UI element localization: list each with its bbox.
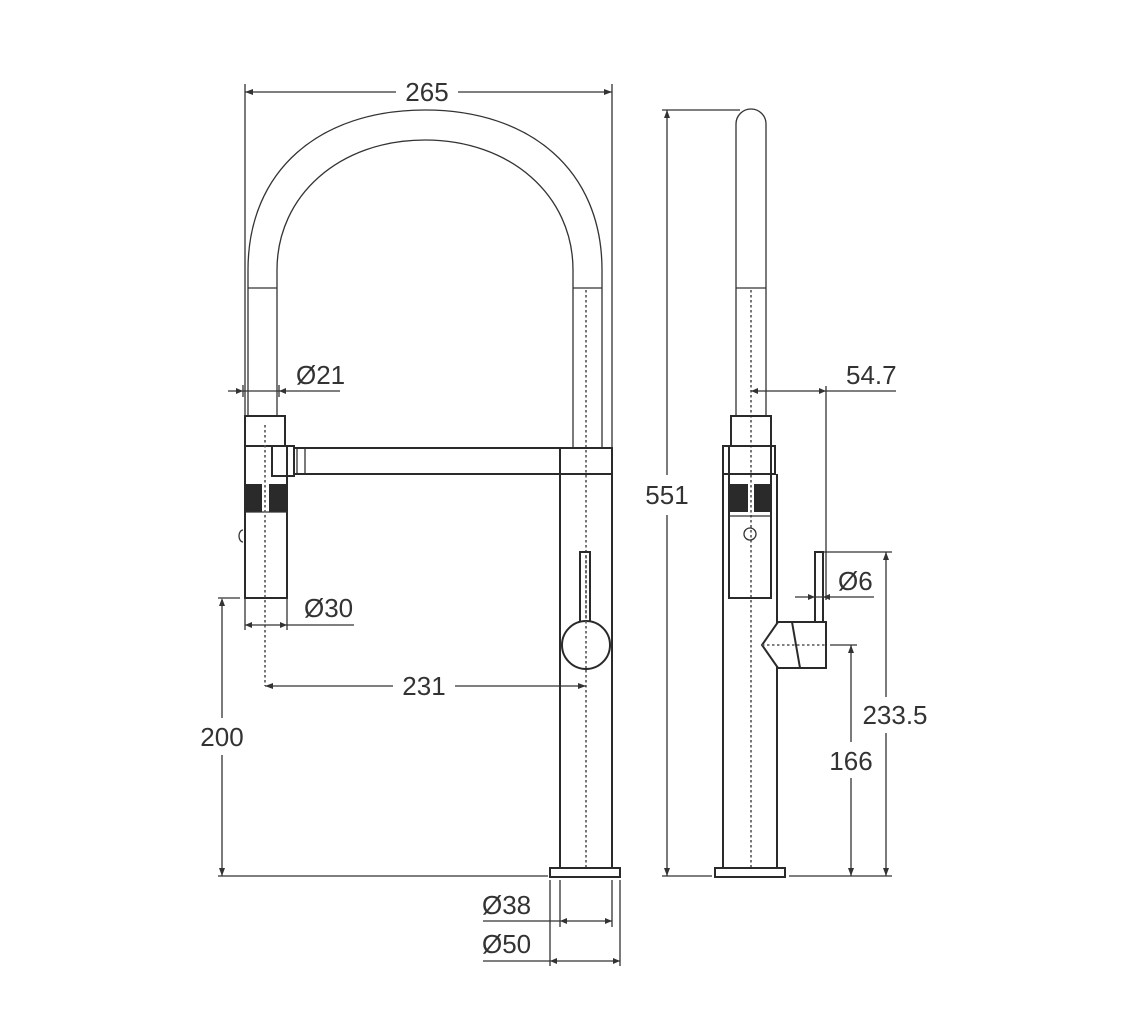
dim-handle-center-height: 166: [829, 746, 872, 776]
dim-body-diameter: Ø38: [482, 890, 531, 920]
dim-spout-reach: 231: [402, 671, 445, 701]
dim-base-diameter: Ø50: [482, 929, 531, 959]
side-dimensions: 551 54.7 Ø6 233.5 166: [645, 109, 928, 877]
side-spout: [735, 108, 767, 416]
knurl-grip-left: [245, 484, 262, 512]
side-lever: [814, 551, 824, 623]
spout-arch-inner: [276, 139, 574, 448]
dim-lever-top-height: 233.5: [862, 700, 927, 730]
dim-overall-height: 551: [645, 480, 688, 510]
knurl-grip-right: [269, 484, 286, 512]
dim-overall-width: 265: [405, 77, 448, 107]
front-view: [238, 109, 621, 878]
dock-arm: [293, 447, 561, 475]
spray-button-icon: [743, 527, 757, 541]
dim-hose-diameter: Ø21: [296, 360, 345, 390]
base-plate: [549, 867, 621, 878]
dim-lever-diameter: Ø6: [838, 566, 873, 596]
side-base-plate: [714, 867, 786, 878]
spout-arch-outer: [247, 109, 603, 448]
dim-spray-head-diameter: Ø30: [304, 593, 353, 623]
front-dimensions: 265 Ø21 Ø30 231 200 Ø38: [200, 77, 621, 966]
side-view: [714, 108, 827, 878]
spray-button-icon: [238, 529, 244, 543]
dim-spray-head-height: 200: [200, 722, 243, 752]
dim-handle-offset: 54.7: [846, 360, 897, 390]
lever: [579, 551, 591, 623]
